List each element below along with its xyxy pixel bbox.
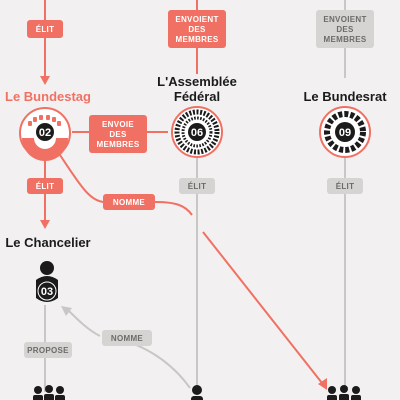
tag-envoient-right: ENVOIENT DES MEMBRES xyxy=(316,10,374,48)
tag-nomme-gray: NOMME xyxy=(102,330,152,346)
tag-envoie-left-line1: ENVOIE xyxy=(102,120,134,129)
arrow-to-bundestag xyxy=(40,76,50,85)
tag-elit-right: ÉLIT xyxy=(327,178,363,194)
tag-envoie-left-line2: DES xyxy=(109,130,127,139)
assembly-seats-icon: 06 xyxy=(171,106,223,158)
people-group-icon xyxy=(33,385,65,400)
tag-envoient-center-line2: DES xyxy=(188,25,206,34)
tag-nomme-gray-label: NOMME xyxy=(111,334,144,343)
tag-envoient-center-line1: ENVOIENT xyxy=(175,15,218,24)
tag-elit-right-label: ÉLIT xyxy=(336,182,355,191)
chancelier-person-icon: 03 xyxy=(36,261,58,302)
tag-propose-label: PROPOSE xyxy=(27,346,69,355)
tag-elit-top-label: ÉLIT xyxy=(36,25,55,34)
line-diagonal-to-bottom-right xyxy=(202,231,323,384)
arrow-to-bottom-right xyxy=(318,378,327,390)
bundesrat-title: Le Bundesrat xyxy=(303,89,387,104)
tag-envoient-right-line3: MEMBRES xyxy=(324,35,367,44)
assemblee-title-line2: Fédéral xyxy=(174,89,220,104)
line-nomme-to-bottom-right xyxy=(154,201,193,216)
tag-envoient-center: ENVOIENT DES MEMBRES xyxy=(168,10,226,48)
chancelier-title: Le Chancelier xyxy=(5,235,90,250)
tag-envoient-center-line3: MEMBRES xyxy=(176,35,219,44)
delegates-group-icon xyxy=(327,385,361,400)
line-nomme-curve xyxy=(59,154,106,203)
bundesrat-number: 09 xyxy=(339,127,351,139)
tag-envoient-right-line2: DES xyxy=(336,25,354,34)
person-icon xyxy=(191,385,203,400)
tag-elit-left: ÉLIT xyxy=(27,178,63,194)
arrow-to-chancelier xyxy=(40,220,50,229)
tag-nomme-red: NOMME xyxy=(103,194,155,210)
tag-elit-center-label: ÉLIT xyxy=(188,182,207,191)
arrow-to-chancelier-gray xyxy=(61,306,72,316)
bundestag-title: Le Bundestag xyxy=(5,89,91,104)
tag-propose: PROPOSE xyxy=(24,342,72,358)
tag-envoient-right-line1: ENVOIENT xyxy=(323,15,366,24)
hemicycle-seats-icon: 02 xyxy=(19,107,71,161)
chancelier-number: 03 xyxy=(41,286,53,298)
tag-elit-center: ÉLIT xyxy=(179,178,215,194)
tag-elit-top: ÉLIT xyxy=(27,20,63,38)
assemblee-title-line1: L'Assemblée xyxy=(157,74,237,89)
tag-envoie-left: ENVOIE DES MEMBRES xyxy=(89,115,147,153)
tag-elit-left-label: ÉLIT xyxy=(36,182,55,191)
assemblee-number: 06 xyxy=(191,127,203,139)
bundestag-number: 02 xyxy=(39,127,51,139)
line-nomme-gray-to-chancelier xyxy=(67,309,101,337)
connectors xyxy=(40,0,346,392)
tag-envoie-left-line3: MEMBRES xyxy=(97,140,140,149)
council-seats-icon: 09 xyxy=(319,106,371,158)
tag-nomme-red-label: NOMME xyxy=(113,198,146,207)
